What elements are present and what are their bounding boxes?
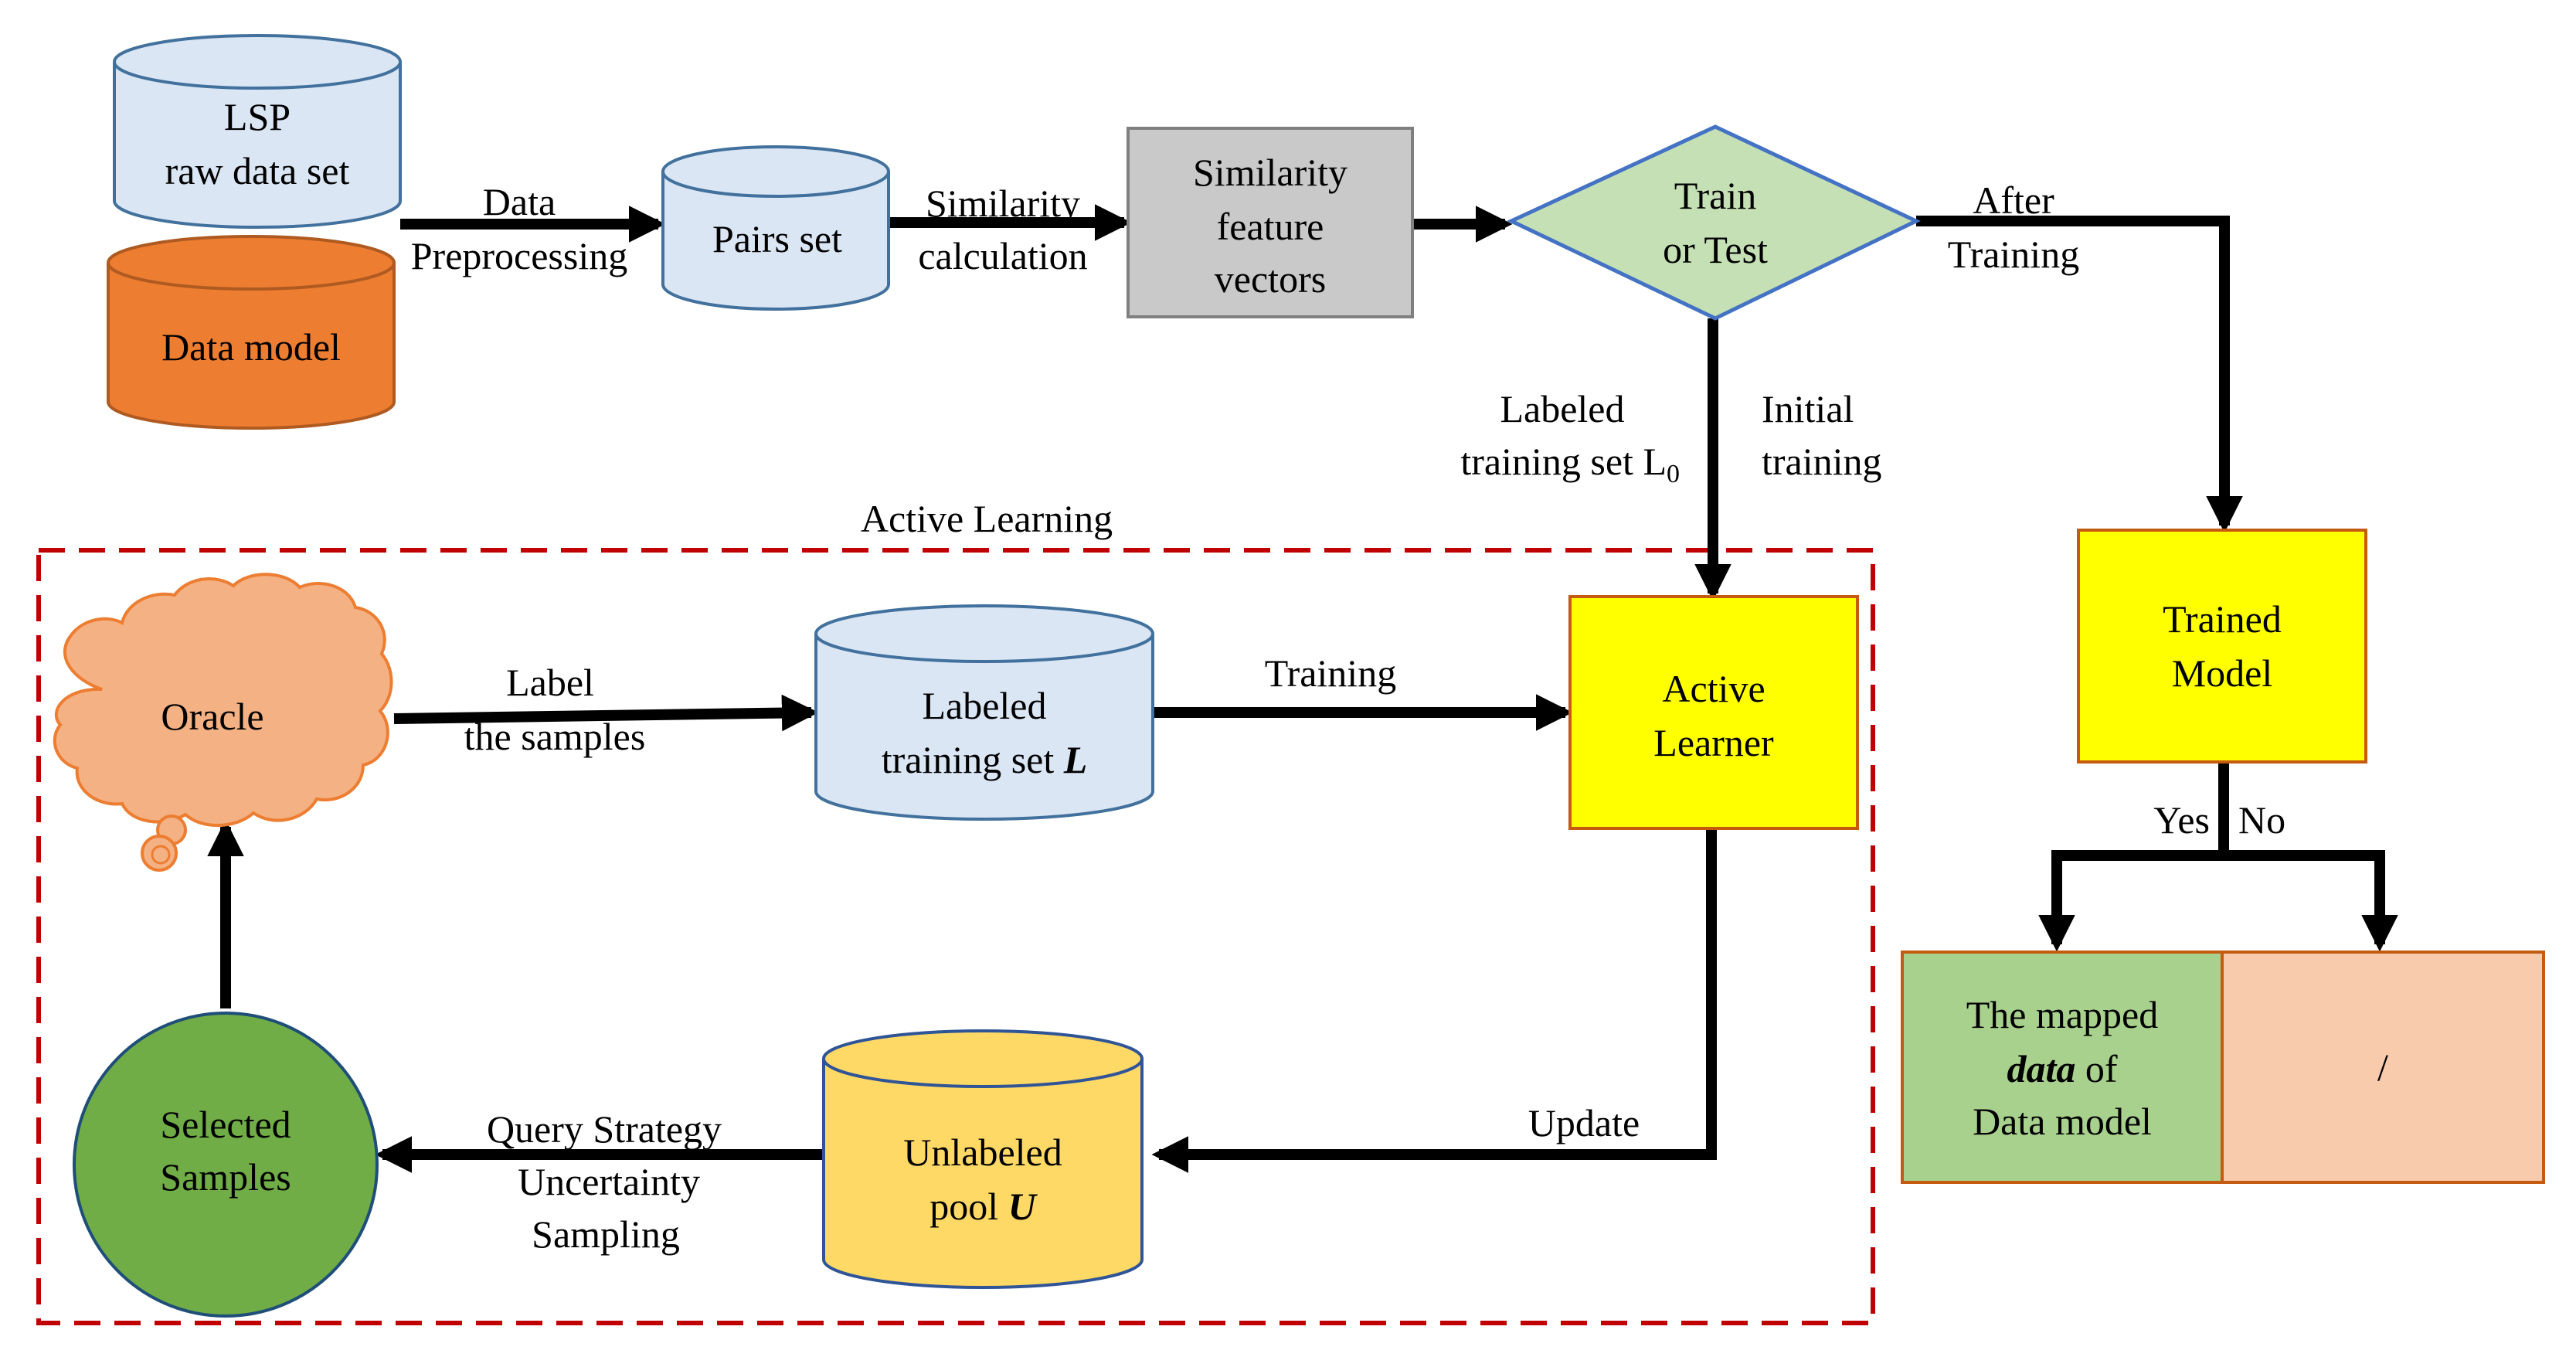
selected-line2: Samples [160, 1155, 291, 1199]
lsp-label-line1: LSP [224, 95, 291, 138]
label-initial-training: training [1762, 440, 1882, 483]
label-the-samples: the samples [464, 715, 646, 758]
labeled-set-line2: training set L [882, 738, 1088, 781]
mapped-emph-data: data [2007, 1047, 2075, 1090]
similarity-line2: feature [1217, 205, 1324, 248]
arrow-update [1151, 828, 1717, 1173]
mapped-data-output-box: The mapped data of Data model [1901, 951, 2224, 1184]
label-training-after: Training [1948, 233, 2079, 276]
mapped-line2: data of [2007, 1047, 2117, 1090]
label-yes: Yes [2153, 798, 2210, 842]
label-training-set-l0: training set L0 [1460, 440, 1680, 488]
selected-line1: Selected [160, 1103, 291, 1146]
lsp-raw-data-set-cylinder: LSP raw data set [113, 34, 402, 229]
label-training: Training [1265, 651, 1396, 695]
arrow-label-samples [393, 694, 819, 732]
unlabeled-symbol: U [1008, 1185, 1038, 1228]
label-preprocessing: Preprocessing [411, 234, 628, 277]
active-learner-line1: Active [1662, 667, 1765, 710]
selected-samples-circle: Selected Samples [73, 1012, 379, 1318]
trained-model-box: Trained Model [2077, 529, 2367, 764]
trained-model-line2: Model [2172, 651, 2273, 695]
data-model-cylinder: Data model [107, 235, 396, 430]
lsp-label-line2: raw data set [165, 149, 350, 192]
oracle-cloud: Oracle [53, 573, 393, 872]
labeled-set-line1: Labeled [922, 684, 1046, 727]
label-data: Data [483, 180, 556, 223]
oracle-label: Oracle [161, 695, 263, 738]
unlabeled-line2: pool U [929, 1185, 1038, 1228]
label-calculation: calculation [918, 234, 1087, 277]
train-test-line1: Train [1674, 174, 1757, 217]
label-sampling: Sampling [532, 1212, 680, 1256]
unlabeled-line1: Unlabeled [903, 1131, 1062, 1174]
label-update: Update [1528, 1101, 1640, 1144]
slash-output-box: / [2221, 951, 2545, 1184]
subscript-zero: 0 [1667, 460, 1680, 488]
similarity-feature-vectors-box: Similarity feature vectors [1127, 127, 1414, 318]
similarity-line3: vectors [1215, 257, 1326, 301]
label-uncertainty: Uncertainty [518, 1160, 700, 1203]
train-or-test-decision: Train or Test [1507, 124, 1921, 321]
mapped-line1: The mapped [1966, 993, 2159, 1036]
similarity-line1: Similarity [1193, 151, 1347, 194]
labeled-set-symbol: L [1063, 738, 1088, 781]
arrow-after-training [1916, 216, 2243, 533]
mapped-line3: Data model [1973, 1100, 2152, 1143]
trained-model-line1: Trained [2163, 597, 2282, 641]
active-learning-region [36, 548, 1875, 1325]
active-learning-title: Active Learning [861, 497, 1113, 540]
label-similarity: Similarity [926, 182, 1080, 225]
label-labeled: Labeled [1500, 387, 1624, 430]
label-no: No [2238, 798, 2285, 842]
unlabeled-pool-cylinder: Unlabeled pool U [822, 1029, 1144, 1289]
label-after: After [1973, 179, 2054, 222]
pairs-set-label: Pairs set [712, 217, 842, 260]
pairs-set-cylinder: Pairs set [661, 145, 890, 311]
label-query-strategy: Query Strategy [487, 1107, 722, 1151]
train-test-line2: or Test [1663, 228, 1768, 271]
active-learner-line2: Learner [1653, 721, 1774, 764]
labeled-training-set-cylinder: Labeled training set L [814, 604, 1154, 821]
data-model-label: Data model [161, 325, 341, 369]
label-initial: Initial [1762, 387, 1854, 430]
active-learner-box: Active Learner [1568, 595, 1859, 830]
slash-label: / [2377, 1046, 2388, 1089]
label-label: Label [506, 661, 594, 704]
